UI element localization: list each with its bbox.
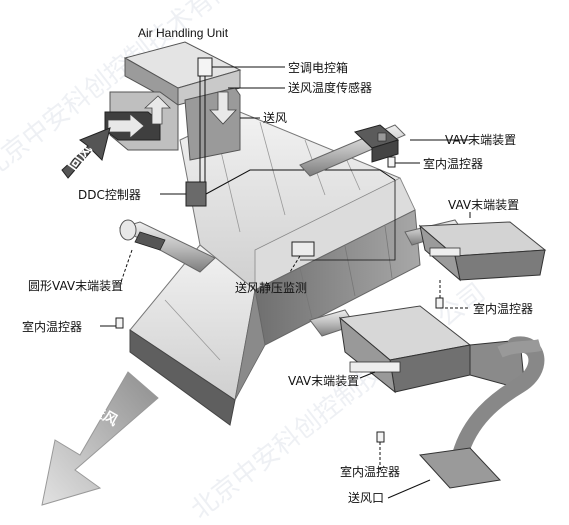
supply-air-big-arrow xyxy=(41,371,159,506)
title-air-handling-unit: Air Handling Unit xyxy=(138,26,229,40)
static-pressure-sensor xyxy=(291,241,315,257)
vav-terminal-right xyxy=(404,219,547,282)
control-wiring xyxy=(300,180,396,261)
round-vav-terminal xyxy=(118,219,216,273)
label-room-thermostat-bottom: 室内温控器 xyxy=(340,464,400,479)
room-thermostat-left xyxy=(115,317,124,329)
vav-terminal-bottom xyxy=(309,305,526,394)
leader-lines xyxy=(100,66,471,499)
label-vav-terminal-right: VAV末端装置 xyxy=(448,198,519,212)
room-thermostat-top xyxy=(387,156,396,168)
label-vav-terminal-bottom: VAV末端装置 xyxy=(288,374,359,388)
label-room-thermostat-top: 室内温控器 xyxy=(423,156,483,171)
label-room-thermostat-left: 室内温控器 xyxy=(22,319,82,334)
label-ddc-controller: DDC控制器 xyxy=(78,188,141,202)
label-room-thermostat-right: 室内温控器 xyxy=(473,301,533,316)
label-vav-terminal-top: VAV末端装置 xyxy=(445,133,516,147)
vav-terminal-top xyxy=(299,124,406,177)
supply-outlet xyxy=(418,447,502,489)
flexible-duct-upper xyxy=(497,339,542,358)
main-duct xyxy=(129,111,421,426)
ddc-controller xyxy=(185,181,207,207)
air-handling-unit xyxy=(104,41,242,161)
label-control-box: 空调电控箱 xyxy=(288,60,348,75)
label-supply-temp-sensor: 送风温度传感器 xyxy=(288,80,372,95)
return-air-arrow xyxy=(61,127,111,179)
room-thermostat-bottom xyxy=(376,431,385,443)
label-static-pressure: 送风静压监测 xyxy=(235,280,307,295)
label-supply-air-top: 送风 xyxy=(263,110,287,125)
label-supply-outlet: 送风口 xyxy=(348,490,384,505)
room-thermostat-right xyxy=(435,297,444,309)
label-round-vav-terminal: 圆形VAV末端装置 xyxy=(28,279,123,293)
control-box xyxy=(197,57,213,77)
